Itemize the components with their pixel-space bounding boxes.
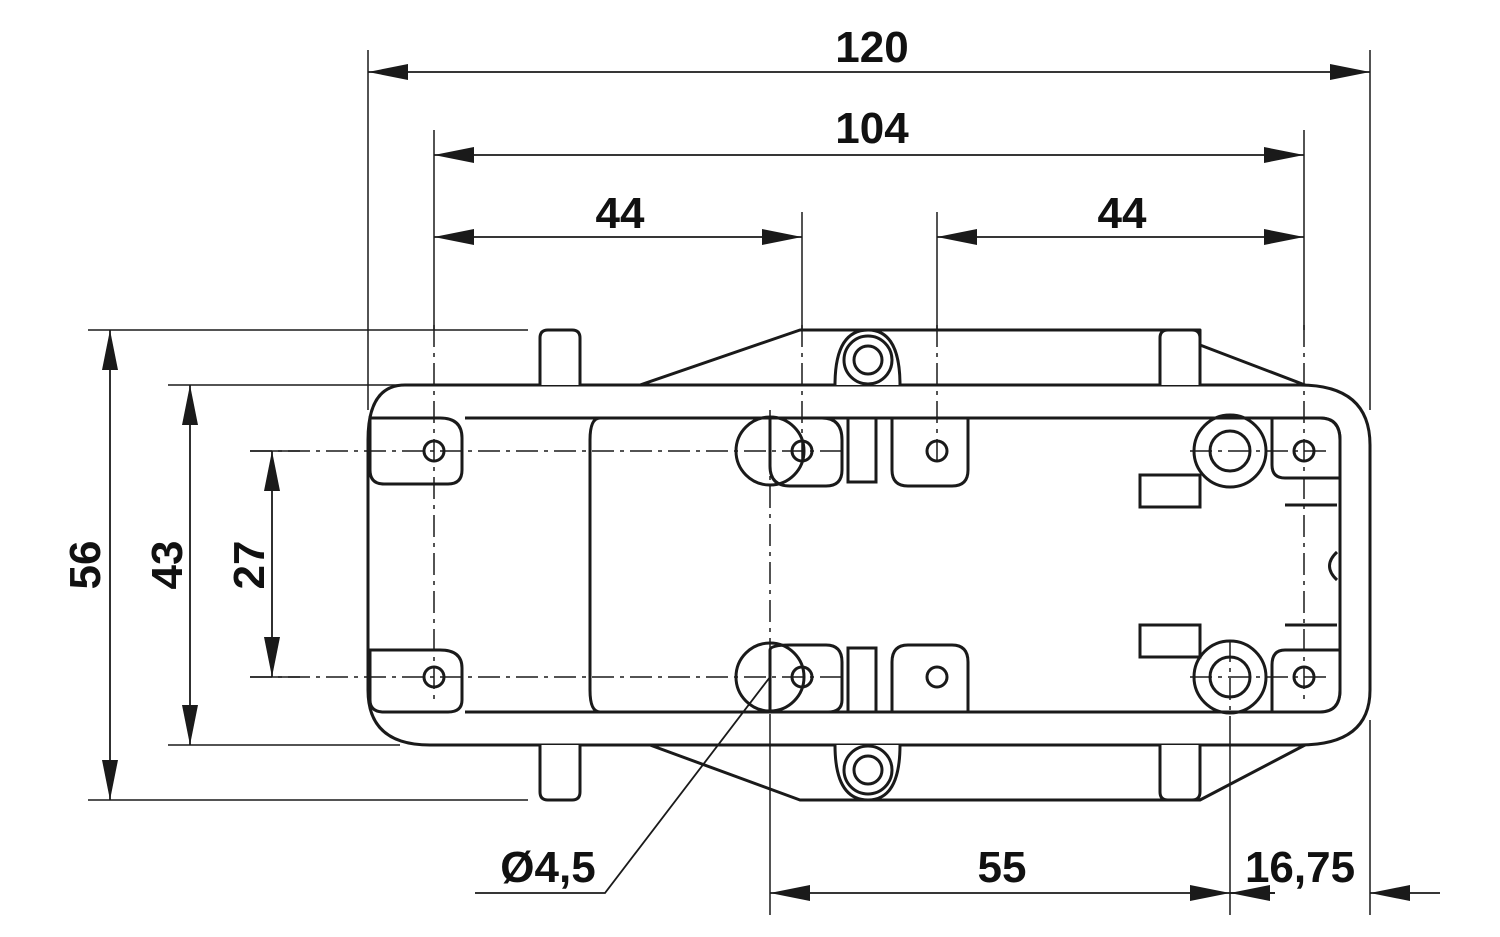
dim-text-16-75: 16,75 — [1245, 843, 1355, 892]
center-lines — [250, 325, 1330, 720]
inner-mounting-tabs — [768, 416, 1342, 714]
dim-text-120: 120 — [835, 23, 908, 72]
dim-text-44-left: 44 — [596, 189, 645, 238]
extension-lines — [88, 50, 1371, 915]
center-screw-bosses — [833, 328, 902, 802]
dim-text-27: 27 — [225, 541, 274, 590]
dim-text-104: 104 — [835, 104, 909, 153]
left-mounting-ears — [368, 416, 464, 714]
flanges — [538, 328, 1307, 802]
leader-hole-diameter — [475, 676, 771, 894]
dim-text-43: 43 — [143, 541, 192, 590]
dimension-lines — [102, 64, 1440, 901]
dim-text-55: 55 — [978, 843, 1027, 892]
dim-text-hole-diameter: Ø4,5 — [500, 843, 595, 892]
dim-text-44-right: 44 — [1098, 189, 1147, 238]
dim-text-56: 56 — [61, 541, 110, 590]
center-body — [588, 416, 601, 714]
